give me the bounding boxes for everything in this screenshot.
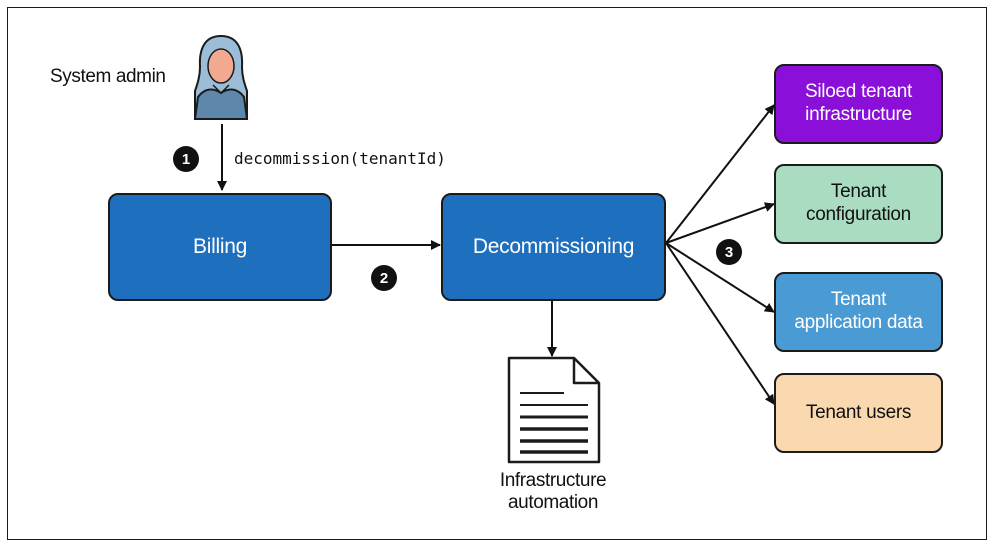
decommission-call-label: decommission(tenantId) [234, 149, 446, 168]
step-1-badge: 1 [173, 146, 199, 172]
tenant-configuration-box: Tenant configuration [774, 164, 943, 244]
arrow-to-users [665, 242, 775, 405]
system-admin-avatar-icon [193, 34, 249, 120]
arrow-to-appdata [665, 242, 775, 313]
diagram-frame [7, 7, 987, 540]
step-2-badge: 2 [371, 265, 397, 291]
arrow-to-siloed [665, 104, 775, 244]
tenant-application-data-label: Tenant application data [794, 289, 923, 333]
siloed-tenant-infrastructure-label: Siloed tenant infrastructure [804, 81, 913, 125]
arrow-to-configuration [665, 202, 775, 244]
tenant-application-data-box: Tenant application data [774, 272, 943, 352]
billing-label: Billing [193, 235, 247, 259]
tenant-users-label: Tenant users [805, 401, 912, 423]
decommissioning-box: Decommissioning [441, 193, 666, 301]
billing-box: Billing [108, 193, 332, 301]
step-3-badge: 3 [716, 239, 742, 265]
infrastructure-automation-label: Infrastructure automation [499, 470, 607, 513]
system-admin-label: System admin [50, 66, 166, 87]
decommissioning-label: Decommissioning [472, 235, 635, 259]
tenant-configuration-label: Tenant configuration [806, 181, 911, 225]
siloed-tenant-infrastructure-box: Siloed tenant infrastructure [774, 64, 943, 144]
infrastructure-document-icon [507, 356, 601, 464]
tenant-users-box: Tenant users [774, 373, 943, 453]
